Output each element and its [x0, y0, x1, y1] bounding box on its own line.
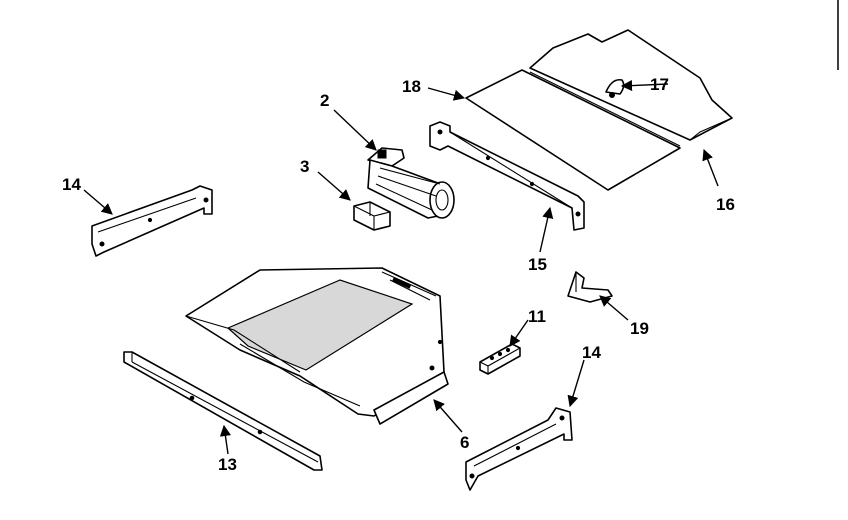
- part-19-small-bracket: [567, 271, 613, 303]
- callout-14-left: 14: [62, 175, 81, 194]
- part-18-panel: [465, 69, 681, 191]
- part-15-bracket: [429, 121, 585, 231]
- leader-lines: [83, 79, 719, 455]
- callout-labels: 18 17 16 2 3 14 15 11 19 14 6 13: [62, 75, 735, 474]
- part-14-right-bracket: [465, 407, 573, 491]
- part-3-block: [353, 201, 391, 231]
- callout-14-right: 14: [582, 343, 601, 362]
- callout-16: 16: [716, 195, 735, 214]
- callout-2: 2: [320, 91, 329, 110]
- callout-11: 11: [528, 307, 546, 326]
- part-2-blower-fan: [367, 147, 455, 219]
- part-11-terminal-block: [479, 343, 521, 375]
- callout-13: 13: [218, 455, 237, 474]
- callout-3: 3: [300, 157, 309, 176]
- callout-6: 6: [460, 433, 469, 452]
- part-14-left-bracket: [91, 185, 213, 257]
- callout-19: 19: [630, 319, 649, 338]
- callout-18: 18: [402, 77, 421, 96]
- callout-17: 17: [650, 75, 669, 94]
- part-13-rail: [123, 351, 323, 471]
- callout-15: 15: [528, 255, 547, 274]
- main-duct-tray: [185, 267, 449, 425]
